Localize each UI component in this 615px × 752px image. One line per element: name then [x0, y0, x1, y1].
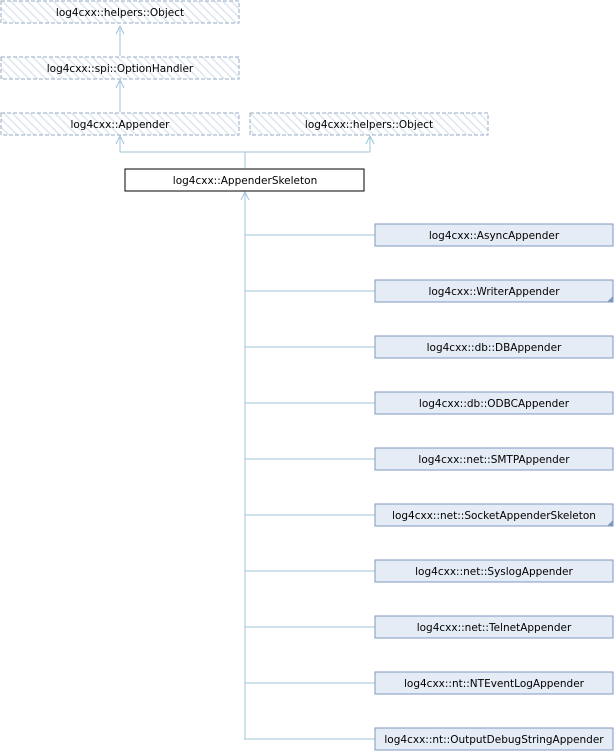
- derived-nodes: log4cxx::AsyncAppenderlog4cxx::WriterApp…: [374, 223, 614, 751]
- current-node-appender-skeleton: log4cxx::AppenderSkeleton: [124, 168, 365, 192]
- more-children-marker: [607, 296, 613, 302]
- edge-arrow: [240, 190, 250, 201]
- edge-arrow: [115, 134, 125, 145]
- node-label: log4cxx::nt::NTEventLogAppender: [404, 678, 585, 690]
- base-node-object-top[interactable]: log4cxx::helpers::Object: [0, 0, 240, 24]
- node-label: log4cxx::Appender: [70, 119, 170, 131]
- edge-arrow: [365, 134, 375, 145]
- node-label: log4cxx::WriterAppender: [428, 286, 560, 298]
- node-label: log4cxx::net::SyslogAppender: [415, 566, 573, 578]
- node-label: log4cxx::net::SocketAppenderSkeleton: [392, 510, 596, 522]
- node-label: log4cxx::spi::OptionHandler: [47, 63, 194, 75]
- derived-node[interactable]: log4cxx::net::SMTPAppender: [374, 447, 614, 471]
- derived-node[interactable]: log4cxx::net::SyslogAppender: [374, 559, 614, 583]
- more-children-marker: [607, 520, 613, 526]
- derived-node[interactable]: log4cxx::db::ODBCAppender: [374, 391, 614, 415]
- derived-node[interactable]: log4cxx::nt::OutputDebugStringAppender: [374, 727, 614, 751]
- node-label: log4cxx::AppenderSkeleton: [173, 175, 317, 187]
- edge-arrow: [115, 78, 125, 89]
- derived-node[interactable]: log4cxx::db::DBAppender: [374, 335, 614, 359]
- node-label: log4cxx::net::TelnetAppender: [417, 622, 572, 634]
- node-label: log4cxx::net::SMTPAppender: [418, 454, 570, 466]
- node-label: log4cxx::db::DBAppender: [427, 342, 562, 354]
- base-node-option-handler[interactable]: log4cxx::spi::OptionHandler: [0, 56, 240, 80]
- node-label: log4cxx::nt::OutputDebugStringAppender: [384, 734, 604, 746]
- derived-node[interactable]: log4cxx::AsyncAppender: [374, 223, 614, 247]
- derived-node[interactable]: log4cxx::nt::NTEventLogAppender: [374, 671, 614, 695]
- base-node-appender[interactable]: log4cxx::Appender: [0, 112, 240, 136]
- node-label: log4cxx::AsyncAppender: [429, 230, 560, 242]
- edge-arrow: [115, 24, 125, 35]
- derived-node[interactable]: log4cxx::net::SocketAppenderSkeleton: [374, 503, 614, 527]
- node-label: log4cxx::helpers::Object: [56, 7, 184, 19]
- derived-node[interactable]: log4cxx::net::TelnetAppender: [374, 615, 614, 639]
- node-label: log4cxx::helpers::Object: [305, 119, 433, 131]
- node-label: log4cxx::db::ODBCAppender: [419, 398, 570, 410]
- derived-node[interactable]: log4cxx::WriterAppender: [374, 279, 614, 303]
- inheritance-edges: [115, 24, 375, 740]
- base-node-object-right[interactable]: log4cxx::helpers::Object: [249, 112, 489, 136]
